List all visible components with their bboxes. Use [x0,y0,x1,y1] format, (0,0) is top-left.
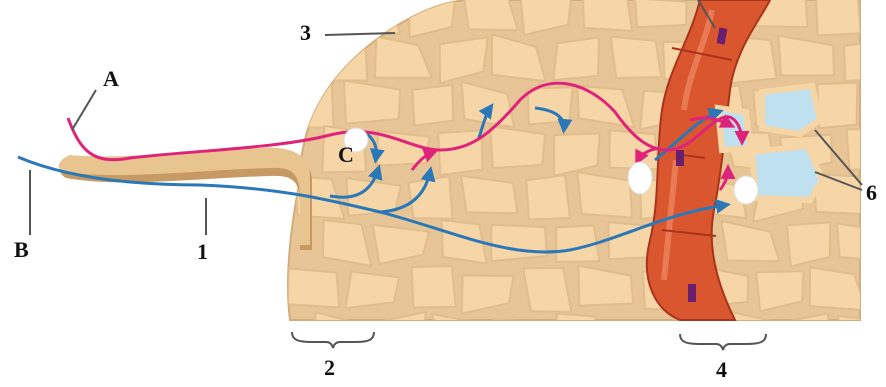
cortex-cell [786,313,831,357]
cortex-cell [847,129,886,170]
brackets [292,332,766,350]
root-hair [59,147,312,250]
cortex-cell [635,0,687,27]
cortex-cell [345,272,399,308]
cortex-cell [875,268,886,311]
cortex-cell [556,314,602,353]
cortex-cell [816,0,861,35]
cortex-cell [837,223,886,261]
cortex-cell [493,320,545,359]
cortex-cell [866,0,886,33]
cortex-cell [322,40,368,81]
cortex-cell [528,87,573,124]
bracket-2 [292,332,374,348]
cortex-cell [412,266,456,307]
cortex-cell [295,85,333,128]
cortex-cell [611,37,662,78]
label-2: 2 [324,355,335,380]
cortex-cell [490,126,545,168]
label-6: 6 [866,180,877,205]
cortex-cell [412,85,453,126]
bracket-4 [680,334,766,350]
cortex-cell [288,268,339,307]
label-4: 4 [716,357,727,382]
cortex-cell [583,0,632,31]
cortex-cell [670,316,713,356]
label-3: 3 [300,20,311,45]
cortex-cell [523,268,571,312]
cortex-cell [463,0,518,30]
label-B: B [14,237,29,262]
cortex-cell [553,37,599,80]
cortex-cell [438,130,482,175]
cortex-cell [461,176,517,214]
cortex-cell [844,40,886,81]
label-A: A [103,66,119,91]
cortex-cell [606,321,658,355]
cortex-cell [526,175,570,219]
cortex-cell [838,316,886,358]
label-C: C [338,142,354,167]
cortex-cell [870,85,886,123]
cortex-cell [491,225,547,261]
label-1: 1 [197,239,208,264]
cortex-cell [577,172,632,218]
